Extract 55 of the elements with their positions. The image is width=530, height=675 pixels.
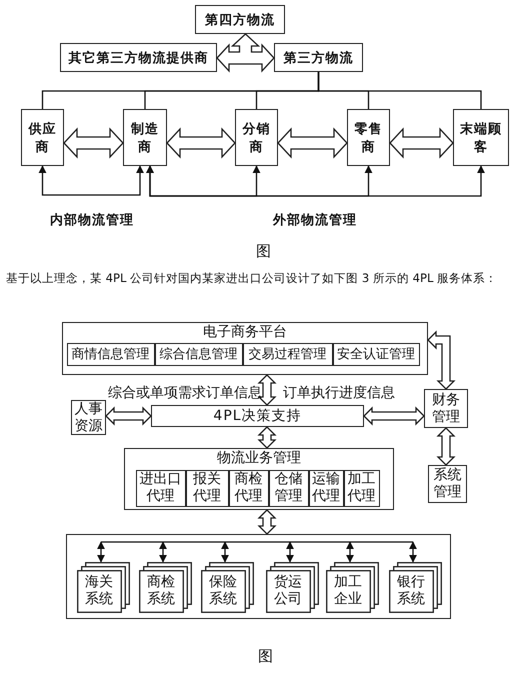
double-arrow [257, 509, 277, 535]
arrow [409, 541, 417, 563]
double-arrow [257, 426, 277, 449]
box-heading: 电子商务平台 [203, 324, 287, 341]
double-arrow [277, 127, 348, 159]
figure-caption: 图 [258, 648, 273, 665]
process-box: 第四方物流 [195, 5, 285, 34]
caption-text: 外部物流管理 [273, 212, 357, 229]
arrow [146, 165, 485, 197]
double-arrow [166, 127, 236, 159]
process-box: 财务管理 [424, 389, 468, 428]
arrow [221, 541, 229, 563]
process-box: 商检代理 [228, 470, 269, 507]
double-arrow [63, 127, 124, 159]
arrow [38, 165, 144, 196]
process-box: 加工代理 [344, 470, 380, 507]
process-box: 零售商 [347, 109, 390, 166]
process-box: 分销商 [235, 109, 278, 166]
double-arrow [389, 127, 454, 159]
process-box: 交易过程管理 [242, 342, 333, 366]
process-box: 人事资源 [71, 400, 106, 435]
process-box: 进出口代理 [136, 470, 186, 507]
box-heading: 物流业务管理 [217, 450, 301, 467]
group-box [124, 448, 394, 510]
double-arrow [363, 406, 425, 426]
arrow [159, 541, 167, 563]
process-box: 第三方物流 [274, 43, 363, 72]
process-box: 制造商 [123, 109, 167, 166]
process-box: 商情信息管理 [66, 342, 155, 366]
flow-label: 订单执行进度信息 [283, 385, 395, 402]
process-box: 供应商 [21, 109, 64, 166]
process-box: 综合信息管理 [154, 342, 243, 366]
process-box: 其它第三方物流提供商 [60, 43, 217, 72]
process-box: 4PL决策支持 [151, 405, 364, 427]
outer-box [66, 534, 451, 619]
group-box [62, 322, 428, 375]
double-arrow [105, 406, 152, 426]
flow-label: 综合或单项需求订单信息 [108, 385, 262, 402]
figure-caption: 图 [256, 243, 271, 260]
double-arrow [427, 330, 456, 390]
double-arrow [436, 427, 456, 466]
process-box: 仓储管理 [268, 470, 309, 507]
process-box: 安全认证管理 [332, 342, 420, 366]
double-arrow [216, 33, 275, 73]
process-box: 报关代理 [186, 470, 229, 507]
double-arrow [257, 374, 277, 406]
connector-line [318, 72, 482, 109]
caption-text: 内部物流管理 [50, 212, 134, 229]
process-box: 运输代理 [308, 470, 344, 507]
arrow [346, 541, 354, 563]
arrow [97, 541, 105, 563]
process-box: 末端顾客 [453, 109, 509, 166]
paragraph: 基于以上理念，某 4PL 公司针对国内某家进出口公司设计了如下图 3 所示的 4PL 服务体系： [6, 270, 498, 287]
process-box: 系统管理 [428, 465, 467, 503]
arrow [286, 541, 294, 563]
